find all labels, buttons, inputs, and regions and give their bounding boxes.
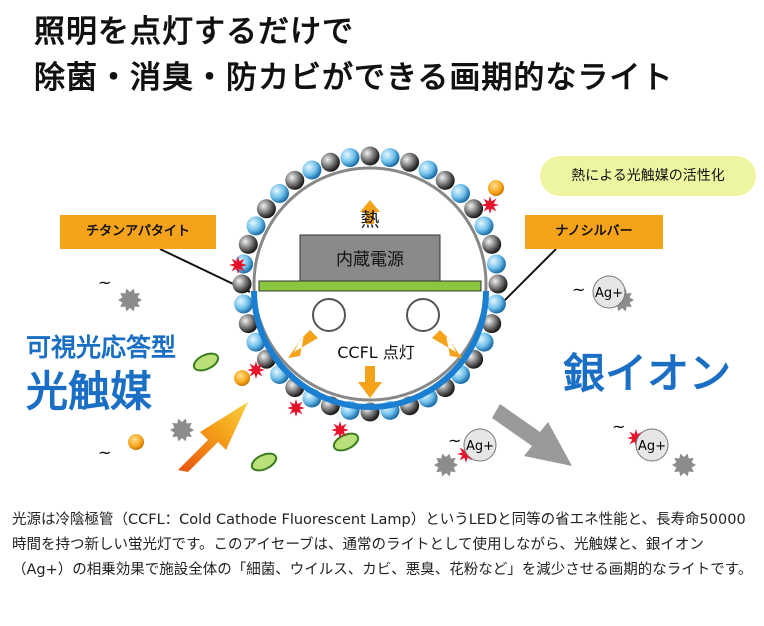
titanium-bead xyxy=(482,314,502,334)
description-paragraph: 光源は冷陰極管（CCFL：Cold Cathode Fluorescent La… xyxy=(12,512,753,578)
virus-icon xyxy=(170,418,194,442)
light-diagram: Ag+ Ag+ Ag+ ~ ~ ~ ~ ~ 熱 内蔵電源 CCFL 点灯 チタン… xyxy=(0,140,764,485)
heat-label: 熱 xyxy=(360,209,379,231)
reaction-spark xyxy=(229,256,247,274)
bacteria-icon xyxy=(250,452,278,472)
visible-light-label-line1: 可視光応答型 xyxy=(26,333,177,362)
callout-line-right xyxy=(499,248,557,306)
titanium-bead xyxy=(400,152,420,172)
silver-bead xyxy=(486,294,506,314)
titanium-bead xyxy=(238,314,258,334)
visible-light-label-line2: 光触媒 xyxy=(26,367,153,416)
bacteria-icon xyxy=(192,352,220,372)
light-arrow-left xyxy=(288,330,318,358)
power-unit xyxy=(299,234,441,282)
incoming-light-arrow xyxy=(178,402,248,472)
silver-bead xyxy=(234,294,254,314)
titanium-bead xyxy=(238,234,258,254)
ccfl-tube-left xyxy=(312,298,346,332)
svg-text:Ag+: Ag+ xyxy=(595,286,623,301)
silver-bead xyxy=(380,148,400,168)
titanium-bead xyxy=(232,274,252,294)
pollen-icon xyxy=(128,434,144,450)
titanium-bead xyxy=(435,170,455,190)
heat-arrow xyxy=(360,200,380,224)
titanium-bead xyxy=(464,199,484,219)
odor-mark: ~ xyxy=(612,417,625,436)
reaction-spark xyxy=(481,196,499,214)
reaction-spark xyxy=(247,361,265,379)
titanium-bead xyxy=(320,152,340,172)
ag-ion-marker: Ag+ xyxy=(463,428,497,462)
titanium-bead xyxy=(256,199,276,219)
light-arrow-down xyxy=(358,366,382,398)
silver-bead xyxy=(486,254,506,274)
pollen-icon xyxy=(234,370,250,386)
odor-mark: ~ xyxy=(448,431,461,450)
reaction-spark xyxy=(331,421,349,439)
odor-mark: ~ xyxy=(98,443,111,462)
power-label: 内蔵電源 xyxy=(336,250,404,270)
silver-bead xyxy=(340,148,360,168)
virus-icon xyxy=(672,453,696,477)
silver-bead xyxy=(474,216,494,236)
ag-ion-marker: Ag+ xyxy=(635,428,669,462)
svg-text:Ag+: Ag+ xyxy=(638,439,666,454)
odor-mark: ~ xyxy=(572,280,585,299)
silver-bead xyxy=(451,184,470,203)
odor-mark: ~ xyxy=(98,273,111,292)
lamp-cross-section xyxy=(232,146,508,422)
green-band xyxy=(258,280,482,292)
headline-line-2: 除菌・消臭・防カビができる画期的なライト xyxy=(34,60,674,96)
titanium-bead xyxy=(488,274,508,294)
titanium-bead xyxy=(482,234,502,254)
silver-bead xyxy=(270,184,289,203)
silver-bead xyxy=(246,216,266,236)
headline-line-1: 照明を点灯するだけで xyxy=(34,14,354,50)
callout-nano-silver: ナノシルバー xyxy=(525,215,663,249)
speech-bubble-heat-activation: 熱による光触媒の活性化 xyxy=(540,156,756,196)
ag-ion-marker: Ag+ xyxy=(592,275,626,309)
reaction-spark xyxy=(287,399,305,417)
titanium-bead xyxy=(285,170,305,190)
ccfl-tube-right xyxy=(406,298,440,332)
light-arrow-right xyxy=(432,330,462,358)
silver-ion-label: 銀イオン xyxy=(563,349,732,398)
silver-bead xyxy=(418,160,438,180)
svg-text:Ag+: Ag+ xyxy=(466,439,494,454)
titanium-bead xyxy=(360,146,380,166)
diagram-graphic: Ag+ Ag+ Ag+ ~ ~ ~ ~ ~ 熱 内蔵電源 CCFL 点灯 xyxy=(98,146,696,477)
silver-ion-arrow xyxy=(492,404,572,466)
callout-titanium-apatite: チタンアパタイト xyxy=(60,215,216,249)
lamp-label: CCFL 点灯 xyxy=(337,343,415,362)
virus-icon xyxy=(434,453,458,477)
silver-bead xyxy=(302,160,322,180)
pollen-icon xyxy=(488,180,504,196)
virus-icon xyxy=(118,288,142,312)
